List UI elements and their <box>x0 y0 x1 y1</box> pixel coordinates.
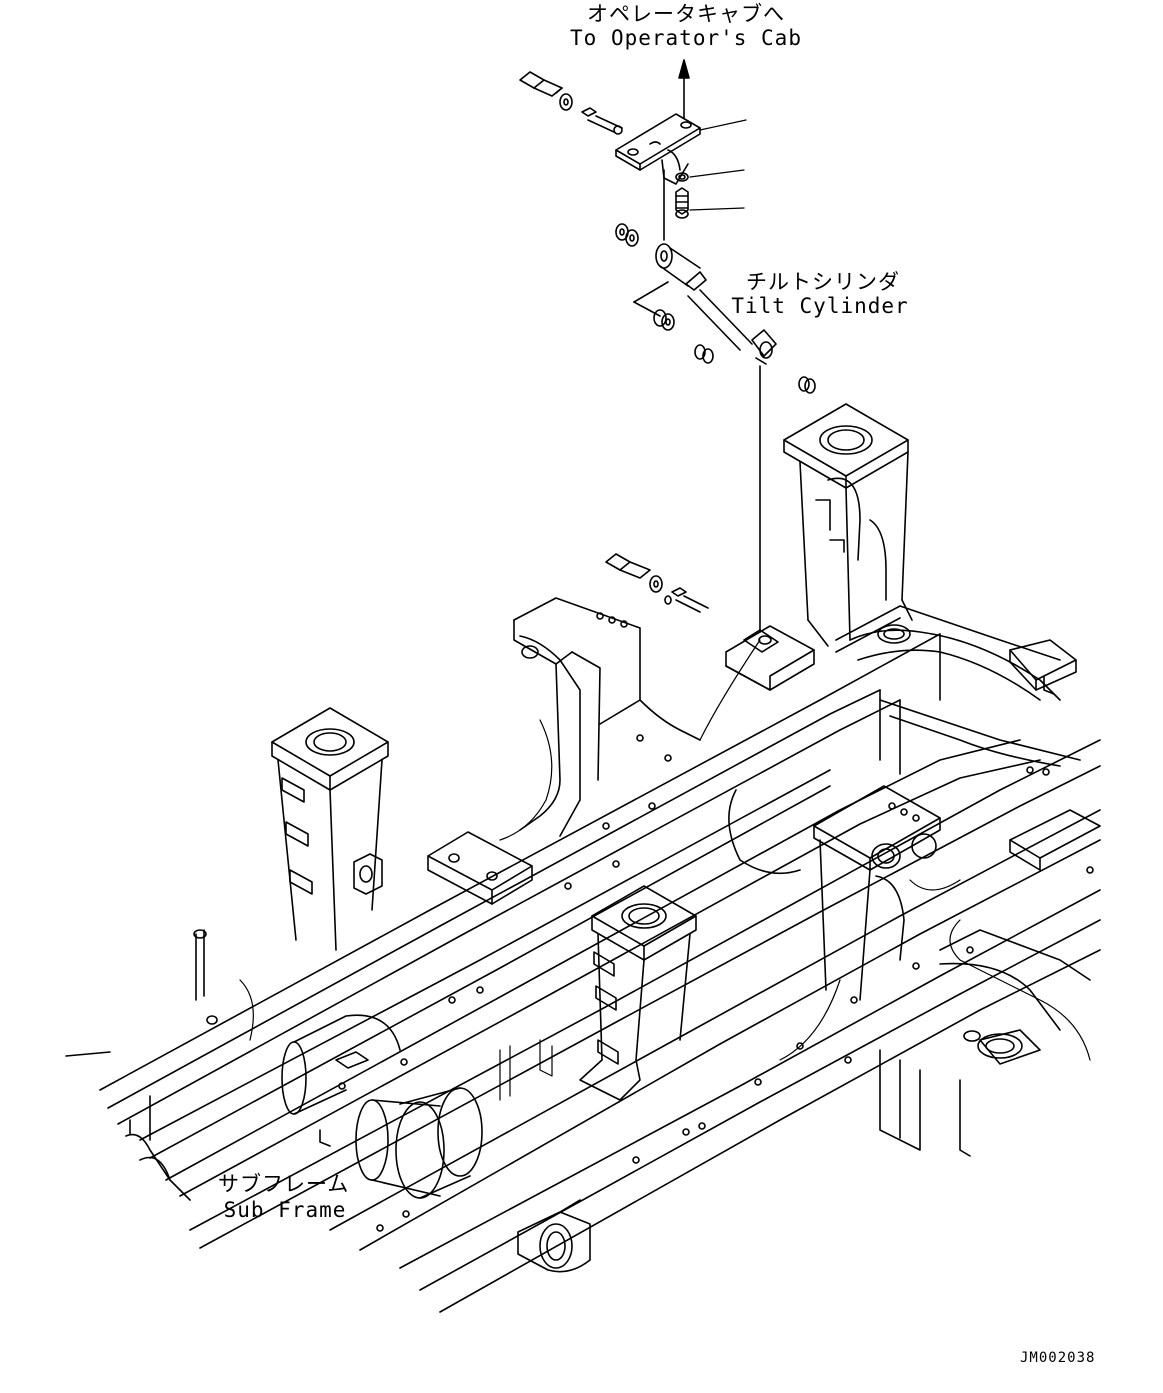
frame-end-left <box>65 929 218 1201</box>
washer-upper-1 <box>559 93 573 111</box>
tilt-cylinder-label-en: Tilt Cylinder <box>731 294 909 318</box>
column-center <box>579 885 697 1101</box>
tilt-cylinder-label-jp: チルトシリンダ <box>746 270 900 294</box>
cross-member-rear <box>835 605 1077 701</box>
bracket-plate <box>615 113 701 185</box>
bolt-small <box>675 187 689 219</box>
cab-label-jp: オペレータキャブへ <box>587 2 785 26</box>
frame-rail-lower <box>189 739 1101 1313</box>
column-front-left <box>271 707 389 951</box>
fastener-holes <box>338 734 1094 1232</box>
washer-small <box>675 172 689 182</box>
cab-label-en: To Operator's Cab <box>570 26 802 50</box>
cylinder-bracket-lower <box>725 625 815 691</box>
sub-frame-label-jp: サブフレーム <box>218 1172 350 1196</box>
leader-lines <box>689 119 747 211</box>
bracket-center-right <box>728 785 941 1001</box>
bracket-mid-left <box>513 597 701 837</box>
column-rear-right <box>783 403 913 647</box>
front-drum <box>281 1014 483 1199</box>
sub-frame-label-en: Sub Frame <box>223 1198 347 1222</box>
cab-arrow <box>678 59 690 119</box>
cross-pad-left <box>427 831 533 905</box>
washers-upper <box>615 223 639 247</box>
front-hook <box>517 1199 591 1273</box>
frame-rail-middle <box>139 739 1041 1197</box>
tilt-cylinder <box>655 243 777 365</box>
washers-mid <box>633 281 816 394</box>
drawing-code: JM002038 <box>1020 1350 1096 1366</box>
cables <box>239 639 1091 1101</box>
bolt-lower <box>605 553 709 613</box>
bolt-upper <box>519 71 563 97</box>
arm-right <box>879 809 1101 1157</box>
pin-upper <box>581 107 623 135</box>
frame-rail-upper <box>99 633 1081 1125</box>
